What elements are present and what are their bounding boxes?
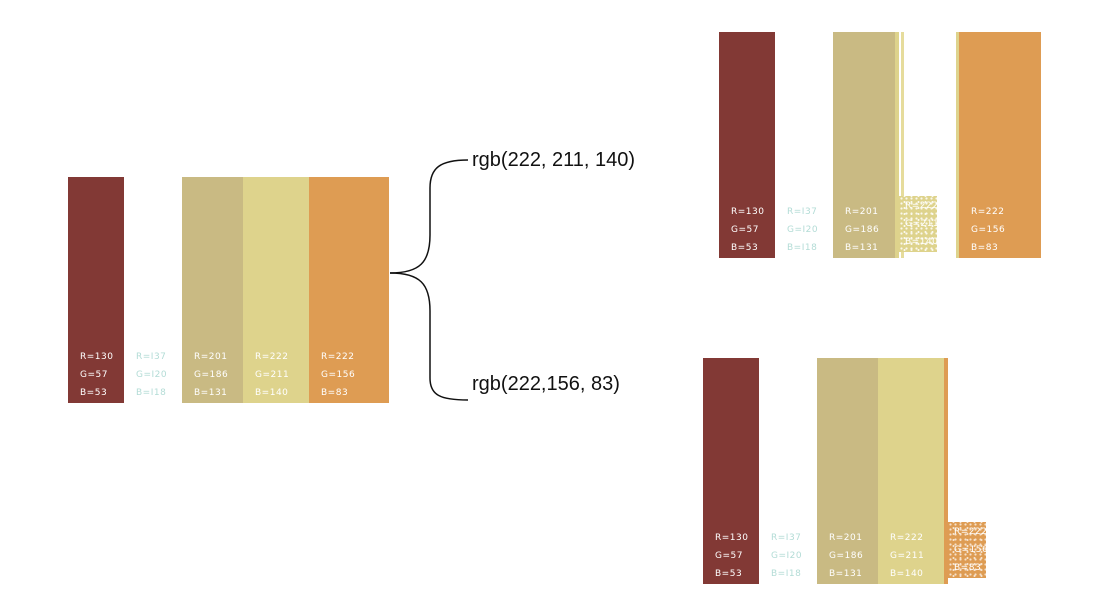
swatch-orange-fragment: R=222 G=156 B=83 bbox=[948, 522, 988, 578]
value-r: R=222 bbox=[255, 352, 289, 362]
swatch-dark-red-values: R=130 G=57 B=53 bbox=[715, 532, 748, 580]
value-b: B=83 bbox=[321, 388, 349, 398]
swatch-dark-red: R=130 G=57 B=53 bbox=[68, 177, 124, 403]
value-g: G=186 bbox=[845, 225, 880, 235]
swatch-light-teal: R=I37 G=I20 B=I18 bbox=[759, 358, 817, 584]
value-b: B=I18 bbox=[771, 569, 802, 579]
value-r: R=222 bbox=[954, 527, 988, 537]
swatch-orange-values: R=222 G=156 B=83 bbox=[954, 526, 988, 574]
value-g: G=156 bbox=[954, 545, 989, 555]
swatch-pale-yellow-values: R=222 G=211 B=140 bbox=[905, 200, 939, 248]
value-r: R=222 bbox=[971, 207, 1005, 217]
swatch-orange-strip bbox=[944, 358, 948, 584]
swatch-pale-yellow-fragment: R=222 G=211 B=140 bbox=[899, 196, 939, 252]
value-r: R=222 bbox=[890, 533, 924, 543]
value-r: R=130 bbox=[731, 207, 765, 217]
swatch-light-teal-values: R=I37 G=I20 B=I18 bbox=[136, 351, 167, 399]
value-r: R=201 bbox=[829, 533, 863, 543]
value-b: B=I18 bbox=[136, 388, 167, 398]
value-r: R=130 bbox=[80, 352, 114, 362]
brace-path bbox=[389, 272, 469, 401]
swatch-pale-yellow-strip bbox=[895, 32, 899, 258]
value-b: B=140 bbox=[255, 388, 289, 398]
variant-bottom-palette: R=130 G=57 B=53 R=I37 G=I20 B=I18 R=201 … bbox=[703, 358, 988, 584]
value-b: B=140 bbox=[890, 569, 924, 579]
value-r: R=201 bbox=[845, 207, 879, 217]
swatch-dark-red: R=130 G=57 B=53 bbox=[719, 32, 775, 258]
value-b: B=83 bbox=[954, 563, 982, 573]
swatch-khaki: R=201 G=186 B=131 bbox=[182, 177, 243, 403]
value-g: G=211 bbox=[905, 219, 940, 229]
value-g: G=156 bbox=[971, 225, 1006, 235]
variant-top-palette: R=130 G=57 B=53 R=I37 G=I20 B=I18 R=201 … bbox=[719, 32, 1041, 258]
value-r: R=I37 bbox=[771, 533, 802, 543]
swatch-dark-red: R=130 G=57 B=53 bbox=[703, 358, 759, 584]
value-r: R=222 bbox=[321, 352, 355, 362]
callout-top: rgb(222, 211, 140) bbox=[472, 149, 636, 171]
value-r: R=I37 bbox=[787, 207, 818, 217]
value-r: R=130 bbox=[715, 533, 749, 543]
value-b: B=131 bbox=[845, 243, 879, 253]
swatch-orange: R=222 G=156 B=83 bbox=[959, 32, 1041, 258]
swatch-light-teal-values: R=I37 G=I20 B=I18 bbox=[787, 206, 818, 254]
swatch-pale-yellow-strip bbox=[956, 32, 959, 258]
value-r: R=201 bbox=[194, 352, 228, 362]
value-b: B=131 bbox=[194, 388, 228, 398]
swatch-light-teal: R=I37 G=I20 B=I18 bbox=[775, 32, 833, 258]
swatch-orange: R=222 G=156 B=83 bbox=[309, 177, 389, 403]
value-b: B=83 bbox=[971, 243, 999, 253]
value-g: G=57 bbox=[80, 370, 108, 380]
value-b: B=131 bbox=[829, 569, 863, 579]
value-g: G=186 bbox=[829, 551, 864, 561]
value-g: G=I20 bbox=[787, 225, 819, 235]
swatch-khaki: R=201 G=186 B=131 bbox=[817, 358, 878, 584]
value-b: B=53 bbox=[715, 569, 743, 579]
swatch-khaki-values: R=201 G=186 B=131 bbox=[194, 351, 228, 399]
value-g: G=211 bbox=[890, 551, 925, 561]
value-b: B=140 bbox=[905, 237, 939, 247]
value-g: G=186 bbox=[194, 370, 229, 380]
original-palette: R=130 G=57 B=53 R=I37 G=I20 B=I18 R=201 … bbox=[68, 177, 389, 403]
swatch-light-teal: R=I37 G=I20 B=I18 bbox=[124, 177, 182, 403]
swatch-dark-red-values: R=130 G=57 B=53 bbox=[80, 351, 113, 399]
swatch-khaki-values: R=201 G=186 B=131 bbox=[845, 206, 879, 254]
swatch-khaki: R=201 G=186 B=131 bbox=[833, 32, 895, 258]
swatch-pale-yellow-values: R=222 G=211 B=140 bbox=[890, 532, 924, 580]
swatch-orange-values: R=222 G=156 B=83 bbox=[971, 206, 1005, 254]
value-g: G=57 bbox=[715, 551, 743, 561]
swatch-pale-yellow-strip bbox=[901, 32, 904, 258]
swatch-orange-values: R=222 G=156 B=83 bbox=[321, 351, 355, 399]
value-g: G=156 bbox=[321, 370, 356, 380]
value-r: R=222 bbox=[905, 201, 939, 211]
brace-path bbox=[389, 159, 469, 274]
swatch-light-teal-values: R=I37 G=I20 B=I18 bbox=[771, 532, 802, 580]
callout-bottom: rgb(222,156, 83) bbox=[472, 373, 620, 395]
value-b: B=53 bbox=[80, 388, 108, 398]
value-g: G=57 bbox=[731, 225, 759, 235]
value-b: B=53 bbox=[731, 243, 759, 253]
value-b: B=I18 bbox=[787, 243, 818, 253]
swatch-khaki-values: R=201 G=186 B=131 bbox=[829, 532, 863, 580]
swatch-pale-yellow: R=222 G=211 B=140 bbox=[878, 358, 944, 584]
value-g: G=211 bbox=[255, 370, 290, 380]
value-g: G=I20 bbox=[771, 551, 803, 561]
swatch-pale-yellow-values: R=222 G=211 B=140 bbox=[255, 351, 289, 399]
value-r: R=I37 bbox=[136, 352, 167, 362]
value-g: G=I20 bbox=[136, 370, 168, 380]
swatch-dark-red-values: R=130 G=57 B=53 bbox=[731, 206, 764, 254]
swatch-pale-yellow: R=222 G=211 B=140 bbox=[243, 177, 309, 403]
